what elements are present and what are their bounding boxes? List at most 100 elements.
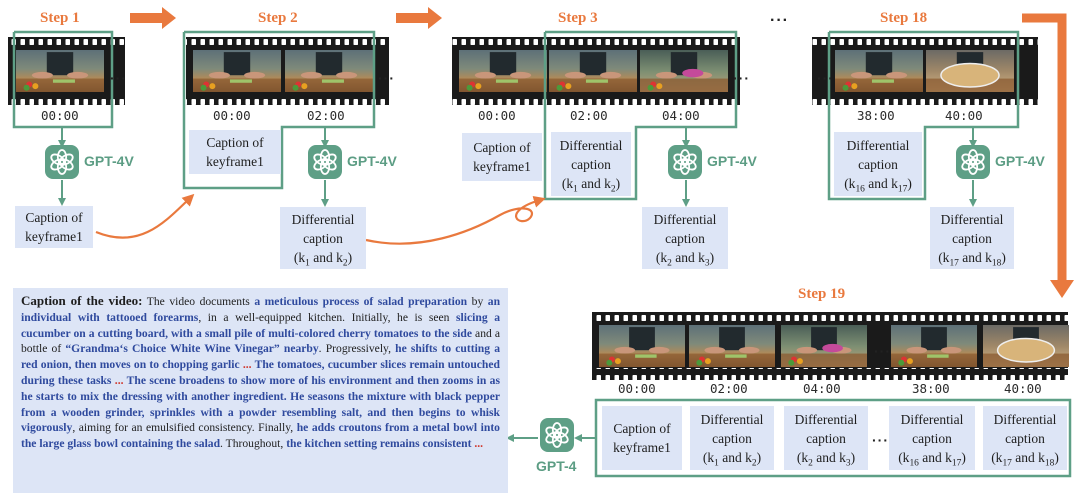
arm: [655, 71, 677, 79]
tomato: [556, 84, 563, 91]
tomato: [696, 359, 703, 366]
gpt4v-label: GPT-4V: [995, 153, 1045, 169]
red-onion: [822, 343, 843, 353]
film-sprocket-bottom: [8, 93, 125, 105]
timestamp: 00:00: [478, 108, 516, 123]
cucumber: [635, 354, 657, 358]
arm: [67, 71, 89, 79]
caption-segment: . Progressively,: [318, 342, 396, 356]
tomato: [200, 84, 207, 91]
step-transition-arrow: [130, 7, 176, 29]
openai-logo-glyph: [50, 149, 74, 175]
cucumber: [725, 354, 747, 358]
counter: [459, 78, 547, 92]
person: [46, 52, 74, 76]
film-sprocket-bottom: [186, 93, 389, 105]
step-1-label: Step 1: [40, 10, 80, 26]
caption-segment: The scene broadens to show more of his e…: [21, 373, 500, 435]
timestamp: 02:00: [307, 108, 345, 123]
video-keyframe-thumbnail: [459, 50, 547, 92]
arm: [704, 346, 726, 354]
timestamp: 00:00: [41, 108, 79, 123]
caption-segment: by: [467, 295, 488, 308]
film-sprocket-top: [452, 37, 740, 49]
arm: [474, 71, 496, 79]
tomato: [23, 84, 30, 91]
cucumber: [585, 79, 608, 83]
caption-segment: the kitchen setting remains consistent: [286, 437, 472, 451]
tomato: [851, 83, 858, 90]
counter: [689, 353, 775, 367]
caption-segment: The tomatoes, cucumber slices remain unt…: [21, 358, 500, 387]
video-caption-title: Caption of the video:: [21, 293, 143, 308]
caption-segment: , in a well-equipped kitchen: [198, 310, 343, 324]
person: [223, 52, 251, 76]
video-keyframe-thumbnail: [781, 325, 867, 367]
arm: [614, 346, 636, 354]
caption-segment: ...: [471, 437, 484, 451]
arm: [244, 71, 266, 79]
tomato: [796, 358, 803, 365]
step-transition-arrow: [396, 7, 442, 29]
step-3-label: Step 3: [558, 10, 598, 26]
arm: [336, 71, 358, 79]
arm: [738, 346, 760, 354]
cucumber: [52, 79, 75, 83]
step-2-label: Step 2: [258, 10, 298, 26]
strip-ellipsis: ···: [733, 70, 750, 86]
tomato: [32, 83, 39, 90]
video-keyframe-thumbnail: [689, 325, 775, 367]
video-keyframe-thumbnail: [549, 50, 637, 92]
tomato: [704, 358, 711, 365]
tomato: [842, 84, 849, 91]
video-keyframe-thumbnail: [16, 50, 104, 92]
salad-bowl: [996, 337, 1056, 363]
openai-logo-icon: [308, 145, 342, 179]
timestamp: 00:00: [213, 108, 251, 123]
logo-petal: [961, 153, 976, 166]
timestamp: 02:00: [570, 108, 608, 123]
caption-segment: . Initially, he is seen: [342, 310, 457, 324]
caption-segment: ...: [111, 373, 127, 387]
video-keyframe-thumbnail: [983, 325, 1069, 367]
caption-segment: ...: [239, 358, 255, 372]
openai-logo-icon: [668, 145, 702, 179]
strip-ellipsis: ···: [378, 70, 395, 86]
tomato: [475, 83, 482, 90]
salad-bowl: [940, 62, 1000, 88]
caption-segment: he shifts to cutting a red onion, then m…: [21, 342, 500, 372]
caption-feed-arrow: [365, 195, 546, 245]
timestamp: 38:00: [857, 108, 895, 123]
counter: [640, 78, 728, 92]
arm: [600, 71, 622, 79]
logo-petal: [673, 153, 688, 166]
timestamp: 40:00: [945, 108, 983, 123]
openai-logo-icon: [540, 418, 574, 452]
openai-logo-glyph: [545, 422, 569, 448]
film-sprocket-top: [8, 37, 125, 49]
step2-frame: [182, 30, 376, 190]
tomato: [565, 83, 572, 90]
counter: [285, 78, 373, 92]
caption-segment: an individual with tattooed forearms: [21, 295, 501, 324]
person: [921, 327, 947, 351]
tomato: [647, 84, 654, 91]
video-keyframe-thumbnail: [599, 325, 685, 367]
film-sprocket-bottom: [812, 93, 1038, 105]
tomato: [209, 83, 216, 90]
arm: [648, 346, 670, 354]
step-18-label: Step 18: [880, 10, 928, 26]
caption-segment: a meticulous process of salad preparatio…: [254, 295, 468, 308]
openai-logo-icon: [956, 145, 990, 179]
counter: [193, 78, 281, 92]
video-keyframe-thumbnail: [193, 50, 281, 92]
gpt4v-label: GPT-4V: [84, 153, 134, 169]
